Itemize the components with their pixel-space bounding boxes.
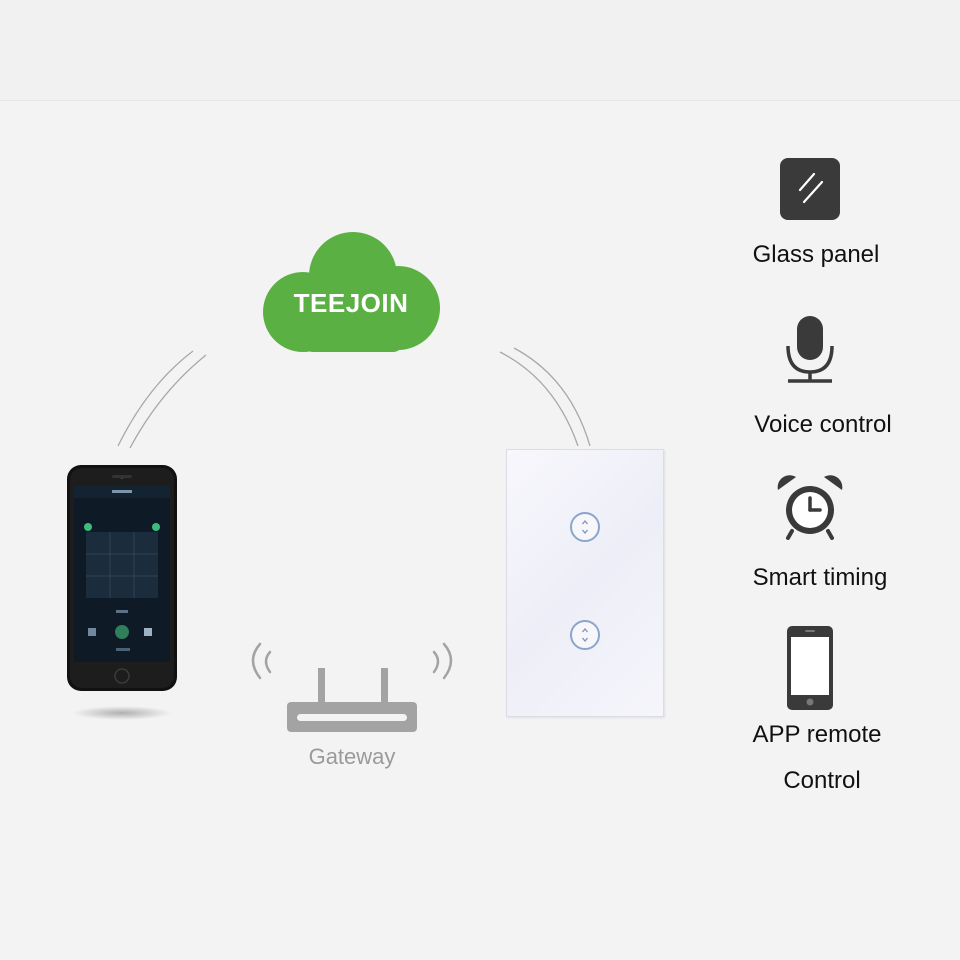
glass-panel-icon xyxy=(780,158,840,220)
touch-button-up[interactable] xyxy=(570,512,600,542)
smartphone-icon xyxy=(787,626,833,710)
up-down-icon xyxy=(582,627,588,643)
alarm-clock-icon xyxy=(777,475,843,540)
phone-shadow xyxy=(72,706,172,720)
cloud-icon xyxy=(263,232,440,352)
router-icon xyxy=(251,642,453,732)
glass-wall-switch xyxy=(506,449,664,717)
feature-label-glass-panel: Glass panel xyxy=(752,241,880,268)
feature-label-smart-timing: Smart timing xyxy=(752,564,888,591)
feature-label-control: Control xyxy=(783,767,861,794)
microphone-icon xyxy=(786,316,834,383)
gateway-label: Gateway xyxy=(308,744,396,769)
brand-label: TEEJOIN xyxy=(293,288,409,318)
feature-label-app-remote: APP remote xyxy=(752,721,882,748)
smartphone-app-image xyxy=(67,465,177,691)
touch-button-down[interactable] xyxy=(570,620,600,650)
feature-label-voice-control: Voice control xyxy=(754,411,892,438)
top-band xyxy=(0,0,960,101)
up-down-icon xyxy=(582,519,588,535)
